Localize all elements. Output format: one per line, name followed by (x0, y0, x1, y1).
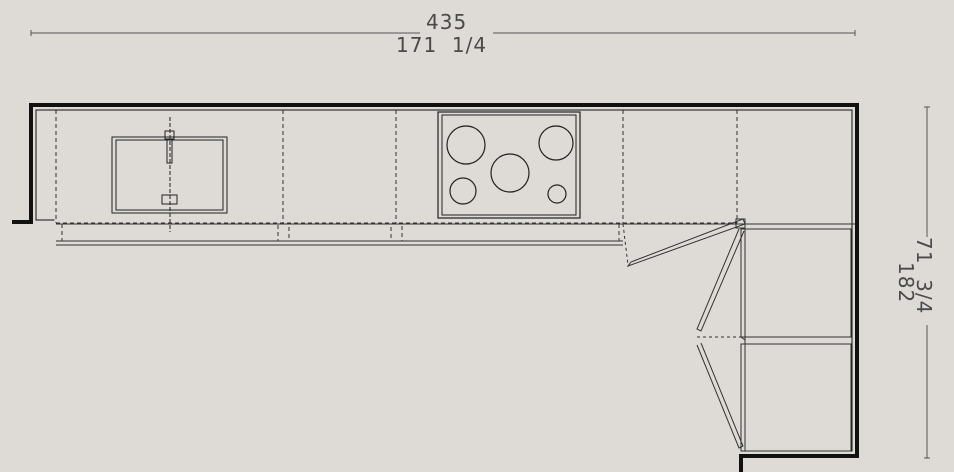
burner-right-top (538, 125, 574, 161)
burner-large-left (446, 125, 486, 165)
width-in-label: 171 1/4 (396, 33, 488, 57)
burner-center (490, 153, 530, 193)
burner-small-right (547, 184, 567, 204)
base-cabinets (55, 110, 738, 224)
burner-small-left (449, 177, 477, 205)
sink (111, 117, 228, 232)
cooktop (437, 111, 581, 219)
width-dimension-line (30, 30, 856, 36)
width-cm-label: 435 (426, 10, 468, 34)
corner-cabinets (696, 218, 852, 452)
cabinet-doors (56, 218, 746, 268)
depth-dimension-line (924, 106, 930, 459)
depth-in-label: 71 3/4 (912, 237, 936, 315)
